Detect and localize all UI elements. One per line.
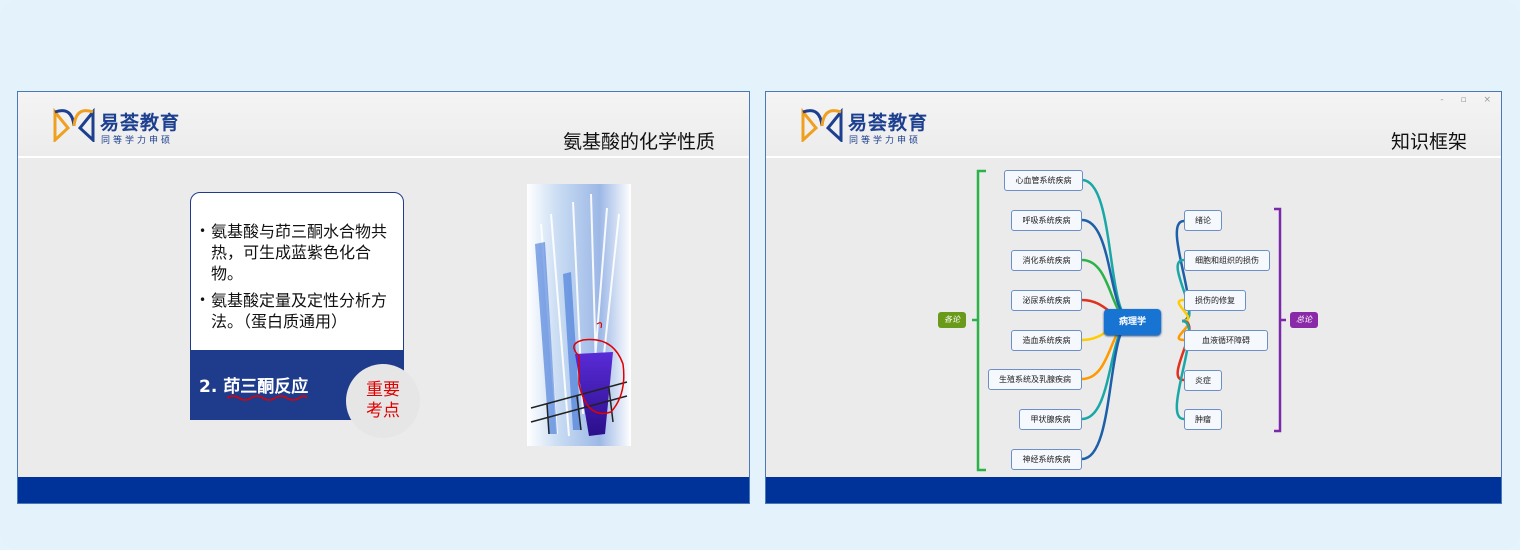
mindmap-node-thyroid[interactable]: 甲状腺疾病 <box>1019 409 1082 430</box>
slide-amino-acid[interactable]: 易荟教育 同等学力申硕 氨基酸的化学性质 氨基酸与茚三酮水合物共热，可生成蓝紫色… <box>17 91 750 504</box>
slide-header: 易荟教育 同等学力申硕 - ▫ × 知识框架 <box>766 92 1501 158</box>
close-icon[interactable]: × <box>1483 95 1491 105</box>
minimize-icon[interactable]: - <box>1440 95 1444 105</box>
mindmap-center-node[interactable]: 病理学 <box>1104 309 1161 335</box>
slide-knowledge-framework[interactable]: 易荟教育 同等学力申硕 - ▫ × 知识框架 <box>765 91 1502 504</box>
brand-slogan: 同等学力申硕 <box>101 136 174 146</box>
slide-title: 知识框架 <box>1390 131 1467 153</box>
bullet-item: 氨基酸与茚三酮水合物共热，可生成蓝紫色化合物。 <box>199 221 395 284</box>
brand-name: 易荟教育 <box>100 112 181 134</box>
key-badge-line2: 考点 <box>366 401 400 421</box>
slide-title: 氨基酸的化学性质 <box>562 131 715 153</box>
book-logo-icon <box>801 107 843 142</box>
brand-slogan: 同等学力申硕 <box>849 136 922 146</box>
mindmap-node-introduction[interactable]: 绪论 <box>1184 210 1222 231</box>
content-box: 氨基酸与茚三酮水合物共热，可生成蓝紫色化合物。 氨基酸定量及定性分析方法。（蛋白… <box>190 192 404 420</box>
branch-line <box>1081 319 1133 461</box>
test-tubes-photo <box>527 184 631 446</box>
mindmap-node-respiratory[interactable]: 呼吸系统疾病 <box>1011 210 1082 231</box>
mindmap-node-reproductive[interactable]: 生殖系统及乳腺疾病 <box>988 369 1082 390</box>
mindmap-node-cell-injury[interactable]: 细胞和组织的损伤 <box>1184 250 1270 271</box>
mindmap-node-cardiovascular[interactable]: 心血管系统疾病 <box>1004 170 1083 191</box>
branch-line <box>1175 319 1191 421</box>
mindmap-node-nervous[interactable]: 神经系统疾病 <box>1011 449 1082 470</box>
slide-footer-bar <box>18 477 749 503</box>
key-point-badge: 重要 考点 <box>346 364 420 438</box>
restore-icon[interactable]: ▫ <box>1460 95 1467 105</box>
book-logo-icon <box>53 107 95 142</box>
left-bracket <box>976 169 986 472</box>
mindmap-node-repair[interactable]: 损伤的修复 <box>1184 290 1246 311</box>
mindmap-node-hematopoietic[interactable]: 造血系统疾病 <box>1011 330 1082 351</box>
right-bracket <box>1274 207 1282 433</box>
brand-name: 易荟教育 <box>848 112 929 134</box>
slide-header: 易荟教育 同等学力申硕 氨基酸的化学性质 <box>18 92 749 158</box>
mindmap-node-urinary[interactable]: 泌尿系统疾病 <box>1011 290 1082 311</box>
brand-logo: 易荟教育 同等学力申硕 <box>52 106 212 148</box>
mindmap-node-circulation[interactable]: 血液循环障碍 <box>1184 330 1268 351</box>
mindmap-node-inflammation[interactable]: 炎症 <box>1184 370 1222 391</box>
key-badge-line1: 重要 <box>366 380 400 400</box>
handwritten-underline <box>227 395 307 401</box>
mindmap-node-digestive[interactable]: 消化系统疾病 <box>1011 250 1082 271</box>
tag-general: 总论 <box>1290 312 1318 328</box>
brand-logo: 易荟教育 同等学力申硕 <box>800 106 960 148</box>
section-label: 2. 茚三酮反应 <box>199 377 309 397</box>
slide-footer-bar <box>766 477 1501 503</box>
mind-map-connectors <box>972 169 1286 472</box>
bullet-item: 氨基酸定量及定性分析方法。（蛋白质通用） <box>199 290 395 332</box>
tag-specific: 各论 <box>938 312 966 328</box>
window-controls: - ▫ × <box>1426 95 1491 105</box>
bullet-list: 氨基酸与茚三酮水合物共热，可生成蓝紫色化合物。 氨基酸定量及定性分析方法。（蛋白… <box>199 221 395 338</box>
mindmap-node-tumor[interactable]: 肿瘤 <box>1184 409 1222 430</box>
